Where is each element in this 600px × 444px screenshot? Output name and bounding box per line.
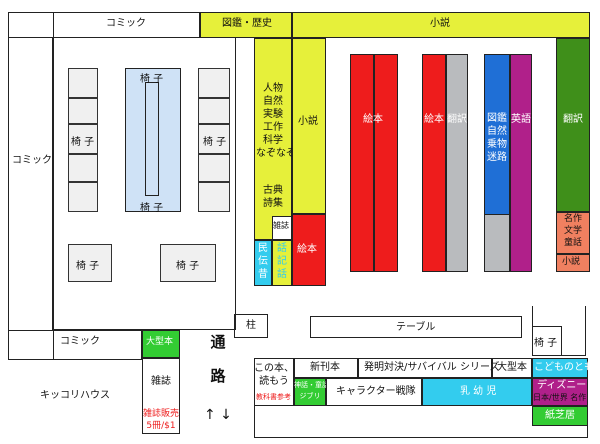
zukan-right-gray (484, 214, 510, 272)
ogatabon-label-1: 大型本 (146, 337, 174, 347)
chair-col-left-5 (68, 182, 98, 212)
chair-col-right-3 (198, 124, 230, 154)
nyuyoji-box (422, 378, 532, 406)
shinkan-label: 新刊本 (310, 362, 340, 373)
ehon-label-3: 絵本 (424, 114, 444, 125)
kodomo-box (532, 358, 588, 378)
chair-col-right-4 (198, 154, 230, 182)
chair-col-left-4 (68, 154, 98, 182)
shosetsu-top-shelf (292, 12, 590, 38)
chair-label-left: 椅 子 (71, 137, 95, 148)
chair-group-center-divider (145, 82, 159, 196)
chair-col-left-3 (68, 124, 98, 154)
comic-bottom-label: コミック (60, 336, 100, 347)
chair-label-bottom-2: 椅 子 (176, 261, 200, 272)
zukan-shelf (254, 38, 292, 240)
ehon-label-1: 絵本 (297, 244, 317, 255)
zukan-rekishi-header (200, 12, 292, 38)
kamishibai-box (532, 406, 588, 426)
character-label: キャラクター戦隊 (336, 386, 416, 397)
ogatabon-label-2: 大型本 (497, 362, 527, 373)
zukan-right-shelf (484, 54, 510, 218)
table (310, 316, 522, 338)
ogatabon-box-2 (492, 358, 532, 378)
shinwa-label: 神話・童話 ジブリ (294, 381, 329, 400)
shinwa-box (294, 378, 326, 406)
chair-label-bottom-1: 椅 子 (76, 261, 100, 272)
disney-label: ディズニー (537, 380, 587, 391)
zasshi-hanbai-label: 雑誌販売 5冊/$1 (142, 409, 179, 431)
hatsumei-box (358, 358, 492, 378)
chair-col-left-1 (68, 68, 98, 98)
ehon-shelf-2a (350, 54, 374, 272)
pillar-label: 柱 (246, 320, 256, 331)
zasshi-frame (142, 358, 180, 434)
kikkori-house-label: キッコリハウス (40, 390, 110, 401)
nyuyoji-label: 乳 幼 児 (460, 386, 497, 397)
denki-label: 話 記 話 (277, 243, 287, 280)
ehon-label-2: 絵本 (363, 114, 383, 125)
comic-left-label: コミック (12, 155, 52, 166)
ehon-shelf-1 (292, 214, 326, 286)
shosetsu-mid-shelf (292, 38, 326, 214)
comic-top-label: コミック (106, 18, 146, 29)
character-box (326, 378, 422, 406)
honyaku-label-1: 翻訳 (447, 114, 467, 125)
minwa-shelf (254, 240, 272, 286)
denki-shelf (272, 240, 292, 286)
ehon-shelf-2b (374, 54, 398, 272)
honyaku-shelf-1 (446, 54, 468, 272)
comic-shelf-bottom (8, 330, 142, 360)
comic-shelf-left (8, 12, 54, 360)
kodomo-label: こどものとも (534, 362, 594, 373)
chair-label-center-top: 椅 子 (140, 74, 164, 85)
chair-col-right-1 (198, 68, 230, 98)
kono-hon-label: この本、 読もう (254, 363, 294, 387)
chair-col-right-5 (198, 182, 230, 212)
zukan-rekishi-label: 図鑑・歴史 (222, 18, 272, 29)
hatsumei-label: 発明対決/サバイバル シリーズ (364, 362, 500, 373)
shosetsu-mid-label: 小説 (298, 116, 318, 127)
eigo-label: 英語 (511, 114, 531, 125)
chair-col-left-2 (68, 98, 98, 124)
shosetsu-small-shelf (556, 254, 590, 272)
zasshi-label: 雑誌 (151, 376, 171, 387)
table-label: テーブル (396, 322, 436, 333)
honyaku-label-2: 翻訳 (563, 114, 583, 125)
honyaku-shelf-2 (556, 38, 590, 212)
disney-box (532, 378, 588, 406)
meisaku-label: 名作 文学 童話 (563, 214, 582, 248)
kyouka-label: 教科書参考 (256, 393, 291, 401)
koten-shishu: 古典 詩集 (263, 185, 283, 209)
shosetsu-small-label: 小説 (562, 257, 581, 267)
chair-label-right-lower: 椅 子 (534, 338, 558, 349)
zukan-right-label: 図鑑 自然 乗物 迷路 (487, 113, 507, 163)
kamishibai-label: 紙芝居 (545, 410, 575, 421)
shosetsu-top-label: 小説 (430, 18, 450, 29)
chair-label-center-bottom: 椅 子 (140, 203, 164, 214)
ogatabon-shelf-1 (142, 330, 180, 358)
corridor-label: 通 路 (210, 333, 226, 385)
zukan-list: 人物 自然 実験 工作 科学 なぞなぞ (256, 83, 296, 159)
kono-hon-box (254, 358, 294, 406)
nihon-sekai-label: 日本/世界 名作 (533, 393, 587, 402)
zasshi-small-label: 雑誌 (273, 221, 289, 230)
pillar (234, 314, 268, 338)
chair-col-right-2 (198, 98, 230, 124)
ehon-shelf-3 (422, 54, 446, 272)
chair-bottom-2 (160, 244, 216, 282)
chair-bottom-1 (68, 244, 112, 282)
reading-area-inner (52, 38, 236, 330)
meisaku-shelf (556, 212, 590, 254)
minwa-label: 民 伝 昔 (258, 243, 268, 280)
eigo-shelf (510, 54, 532, 272)
chair-right-lower-box (532, 326, 562, 356)
chair-label-right: 椅 子 (203, 137, 227, 148)
shinkan-box (294, 358, 358, 378)
corridor-arrows: ↑ ↓ (204, 407, 232, 423)
zasshi-small-box (272, 216, 292, 240)
